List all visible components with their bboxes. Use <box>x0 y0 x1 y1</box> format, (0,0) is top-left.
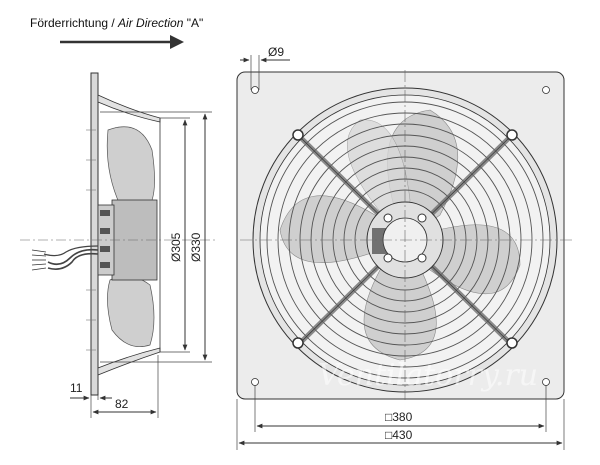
air-direction-arrow <box>60 35 184 49</box>
watermark: Ventilatorry.ru <box>318 358 538 393</box>
depth-label: 82 <box>115 397 129 411</box>
mounting-holes <box>251 86 550 386</box>
strut-bolts <box>292 129 518 349</box>
flange-plate <box>90 72 99 396</box>
front-view: Ø9 □380 □430 Ventilatorry.ru <box>236 45 572 450</box>
outer-diameter-label: Ø330 <box>189 232 203 262</box>
blade-upper <box>106 126 155 206</box>
inner-diameter-label: Ø305 <box>169 232 183 262</box>
side-view: Ø305 Ø330 11 82 <box>20 72 215 418</box>
cable <box>31 245 99 271</box>
plate-size-label: □430 <box>385 428 413 442</box>
blade-lower <box>107 275 155 348</box>
hole-spacing-label: □380 <box>385 410 413 424</box>
flange-thickness-label: 11 <box>70 381 83 395</box>
hole-diameter-label: Ø9 <box>268 45 284 59</box>
air-direction-label: Förderrichtung / Air Direction "A" <box>30 16 203 30</box>
